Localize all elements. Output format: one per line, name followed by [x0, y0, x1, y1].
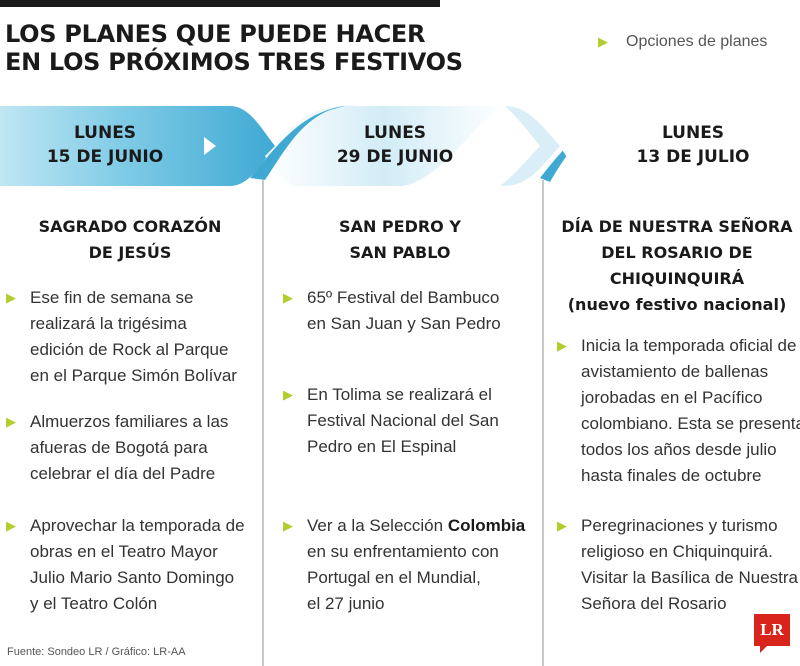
- options-label: Opciones de planes: [626, 33, 768, 50]
- item-line: Portugal en el Mundial,: [307, 568, 481, 587]
- heading-line: DÍA DE NUESTRA SEÑORA: [561, 217, 793, 236]
- play-arrow-icon: [490, 137, 502, 155]
- options-legend: ▶ Opciones de planes: [598, 33, 767, 51]
- item-line: Ese fin de semana se: [30, 288, 194, 307]
- column-divider: [262, 180, 264, 666]
- list-item: ▶ Inicia la temporada oficial de avistam…: [557, 333, 800, 489]
- triangle-bullet-icon: ▶: [6, 518, 16, 533]
- list-item: ▶ Aprovechar la temporada de obras en el…: [6, 513, 245, 617]
- item-line: afueras de Bogotá para: [30, 438, 208, 457]
- heading-col-1: SAGRADO CORAZÓN DE JESÚS: [10, 214, 250, 266]
- list-item: ▶ Ese fin de semana se realizará la trig…: [6, 285, 237, 389]
- item-line: todos los años desde julio: [581, 440, 777, 459]
- item-line: Inicia la temporada oficial de: [581, 336, 797, 355]
- item-line: religioso en Chiquinquirá.: [581, 542, 773, 561]
- item-line: avistamiento de ballenas: [581, 362, 769, 381]
- heading-line: SAGRADO CORAZÓN: [38, 217, 222, 236]
- item-line: Almuerzos familiares a las: [30, 412, 229, 431]
- date-col-1: LUNES 15 DE JUNIO: [5, 121, 205, 169]
- date-col-3: LUNES 13 DE JULIO: [593, 121, 793, 169]
- triangle-bullet-icon: ▶: [6, 290, 16, 305]
- item-line: Pedro en El Espinal: [307, 437, 457, 456]
- heading-line: SAN PEDRO Y: [339, 217, 461, 236]
- item-line: Señora del Rosario: [581, 594, 727, 613]
- title-line-1: LOS PLANES QUE PUEDE HACER: [5, 20, 426, 48]
- list-item: ▶ 65º Festival del Bambuco en San Juan y…: [283, 285, 501, 337]
- column-divider: [542, 180, 544, 666]
- item-line: Aprovechar la temporada de: [30, 516, 245, 535]
- heading-col-2: SAN PEDRO Y SAN PABLO: [275, 214, 525, 266]
- timeline-band: [0, 100, 800, 192]
- heading-line: DE JESÚS: [88, 243, 172, 262]
- title-line-2: EN LOS PRÓXIMOS TRES FESTIVOS: [5, 48, 463, 76]
- triangle-bullet-icon: ▶: [283, 290, 293, 305]
- triangle-bullet-icon: ▶: [6, 414, 16, 429]
- page-title: LOS PLANES QUE PUEDE HACER EN LOS PRÓXIM…: [5, 20, 463, 76]
- date-weekday: LUNES: [363, 123, 427, 143]
- item-line: Peregrinaciones y turismo: [581, 516, 778, 535]
- heading-line: CHIQUINQUIRÁ: [609, 269, 745, 288]
- item-line: hasta finales de octubre: [581, 466, 762, 485]
- date-weekday: LUNES: [73, 123, 137, 143]
- heading-line: DEL ROSARIO DE: [601, 243, 753, 262]
- date-day: 13 DE JULIO: [636, 147, 750, 167]
- item-line: edición de Rock al Parque: [30, 340, 229, 359]
- date-col-2: LUNES 29 DE JUNIO: [295, 121, 495, 169]
- item-line: Ver a la Selección Colombia: [307, 513, 525, 539]
- item-line: el 27 junio: [307, 594, 385, 613]
- list-item: ▶ Peregrinaciones y turismo religioso en…: [557, 513, 798, 617]
- heading-line: SAN PABLO: [349, 243, 451, 262]
- item-line: en San Juan y San Pedro: [307, 314, 501, 333]
- item-line: y el Teatro Colón: [30, 594, 158, 613]
- date-day: 15 DE JUNIO: [46, 147, 164, 167]
- date-day: 29 DE JUNIO: [336, 147, 454, 167]
- item-line: en el Parque Simón Bolívar: [30, 366, 237, 385]
- date-weekday: LUNES: [661, 123, 725, 143]
- list-item: ▶ En Tolima se realizará el Festival Nac…: [283, 382, 499, 460]
- triangle-bullet-icon: ▶: [283, 387, 293, 402]
- play-arrow-icon: [204, 137, 216, 155]
- timeline-wave: [0, 105, 800, 186]
- item-line: jorobadas en el Pacífico: [581, 388, 763, 407]
- item-line: colombiano. Esta se presenta: [581, 414, 800, 433]
- bold-word: Colombia: [447, 516, 526, 535]
- item-line: Visitar la Basílica de Nuestra: [581, 568, 799, 587]
- lr-logo-icon: LR: [754, 614, 790, 653]
- triangle-bullet-icon: ▶: [283, 518, 293, 533]
- item-line: Julio Mario Santo Domingo: [30, 568, 235, 587]
- source-credit: Fuente: Sondeo LR / Gráfico: LR-AA: [7, 646, 186, 658]
- list-item: ▶ Almuerzos familiares a las afueras de …: [6, 409, 228, 487]
- triangle-bullet-icon: ▶: [557, 338, 567, 353]
- triangle-bullet-icon: ▶: [557, 518, 567, 533]
- item-line: 65º Festival del Bambuco: [307, 288, 500, 307]
- item-line: obras en el Teatro Mayor: [30, 542, 218, 561]
- top-rule: [0, 0, 440, 7]
- heading-col-3: DÍA DE NUESTRA SEÑORA DEL ROSARIO DE CHI…: [557, 214, 797, 318]
- heading-line: (nuevo festivo nacional): [567, 295, 787, 314]
- item-line: Festival Nacional del San: [307, 411, 499, 430]
- item-line: celebrar el día del Padre: [30, 464, 216, 483]
- triangle-bullet-icon: ▶: [598, 34, 608, 49]
- list-item: ▶ Ver a la Selección Colombia en su enfr…: [283, 513, 525, 617]
- item-line-text: Ver a la Selección: [307, 516, 448, 535]
- item-line: realizará la trigésima: [30, 314, 187, 333]
- item-line: en su enfrentamiento con: [307, 542, 499, 561]
- item-line: En Tolima se realizará el: [307, 385, 492, 404]
